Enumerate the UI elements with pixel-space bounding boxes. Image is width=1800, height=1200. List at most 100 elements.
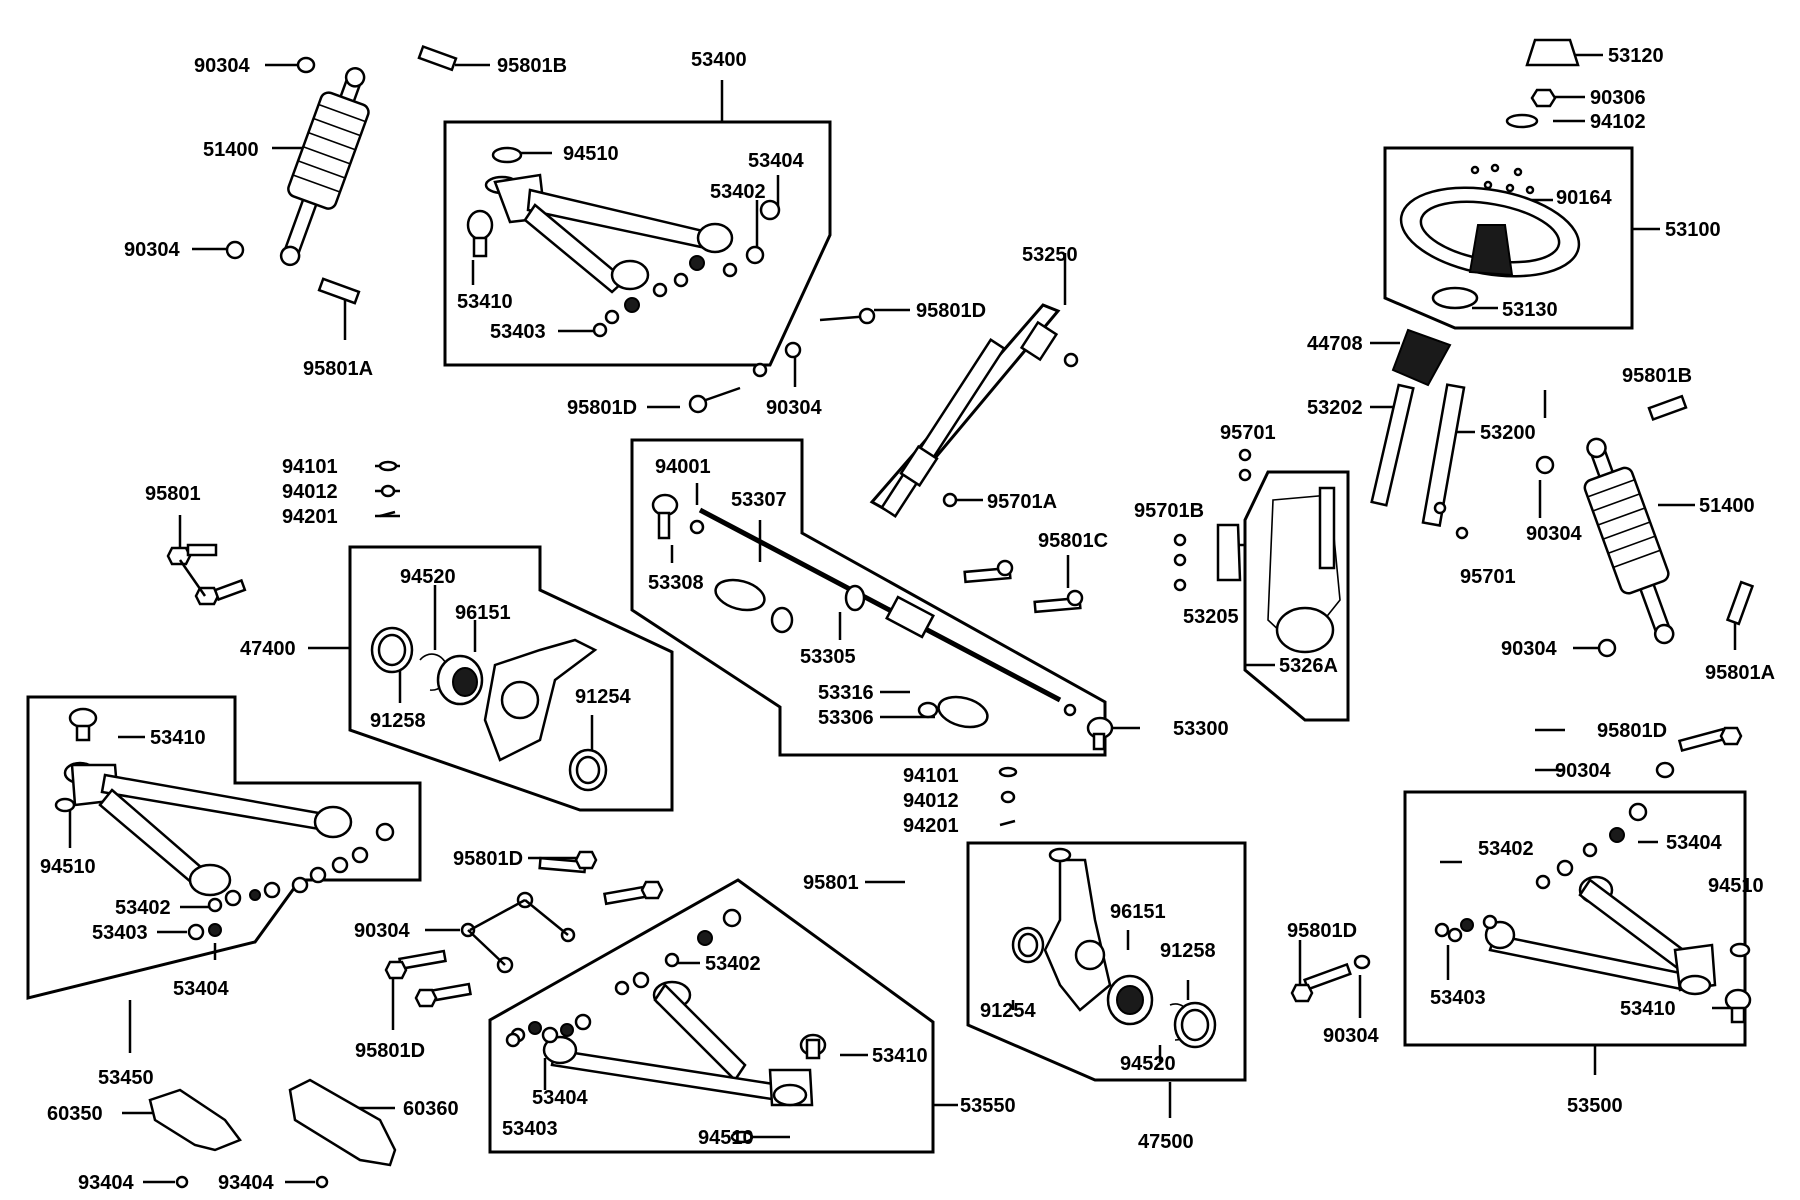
label-steering-wheel-nut: 90306 bbox=[1590, 87, 1646, 109]
label-upper-arm-left-assy: 53400 bbox=[691, 49, 747, 71]
label-lal-circlip: 94510 bbox=[40, 856, 96, 878]
label-uar-washer: 53403 bbox=[1430, 987, 1486, 1009]
label-lal-cap: 53404 bbox=[173, 978, 229, 1000]
label-steering-wheel-assy: 53100 bbox=[1665, 219, 1721, 241]
small-fasteners-drawing bbox=[166, 460, 1018, 827]
part-labels: 90304 95801B 51400 90304 95801A 53400 94… bbox=[40, 45, 1775, 1194]
frame-lower-arm-left bbox=[26, 695, 422, 1000]
label-pin-94201-a: 94201 bbox=[282, 506, 338, 528]
label-nut-90304-b: 90304 bbox=[354, 920, 410, 942]
label-kr-seal-outer: 91254 bbox=[980, 1000, 1036, 1022]
upper-arm-left-drawing bbox=[466, 146, 781, 338]
lower-arm-left-drawing bbox=[54, 707, 395, 941]
label-kl-bearing: 96151 bbox=[455, 602, 511, 624]
label-bolt-95701b: 95701B bbox=[1134, 500, 1204, 522]
label-bolt-95801d-a: 95801D bbox=[916, 300, 986, 322]
leader-lines bbox=[68, 53, 1747, 1184]
steering-shaft-drawing bbox=[688, 307, 1079, 518]
frame-knuckle-right bbox=[966, 841, 1247, 1082]
label-nut-94012-a: 94012 bbox=[282, 481, 338, 503]
label-lar-bushing: 53402 bbox=[705, 953, 761, 975]
label-nut-90304-d: 90304 bbox=[1555, 760, 1611, 782]
label-lal-ball-joint: 53410 bbox=[150, 727, 206, 749]
label-ual-ball-joint: 53410 bbox=[457, 291, 513, 313]
label-rack-boot: 53306 bbox=[818, 707, 874, 729]
label-shock-left-top-nut: 90304 bbox=[194, 55, 250, 77]
label-bolt-95801-b: 95801 bbox=[803, 872, 859, 894]
label-steering-rack-assy: 53300 bbox=[1173, 718, 1229, 740]
label-kl-seal-outer: 91254 bbox=[575, 686, 631, 708]
label-shock-right: 51400 bbox=[1699, 495, 1755, 517]
label-lar-cap: 53404 bbox=[532, 1087, 588, 1109]
label-shock-left-top-bolt: 95801B bbox=[497, 55, 567, 77]
lower-link-fasteners-drawing bbox=[384, 850, 664, 1008]
label-rack-clamp: 53316 bbox=[818, 682, 874, 704]
label-bolt-95801d-f: 95801D bbox=[1597, 720, 1667, 742]
label-kr-bearing: 96151 bbox=[1110, 901, 1166, 923]
label-steering-column: 53200 bbox=[1480, 422, 1536, 444]
label-bolt-95801: 95801 bbox=[145, 483, 201, 505]
label-lar-washer: 53403 bbox=[502, 1118, 558, 1140]
label-nut-94012-b: 94012 bbox=[903, 790, 959, 812]
label-steering-wheel-nut-cap: 53120 bbox=[1608, 45, 1664, 67]
label-bolt-95801d-d: 95801D bbox=[355, 1040, 425, 1062]
label-steering-shaft: 53250 bbox=[1022, 244, 1078, 266]
label-bolt-95701a: 95701A bbox=[987, 491, 1057, 513]
label-ual-bushing: 53402 bbox=[710, 181, 766, 203]
label-shock-right-top-nut: 90304 bbox=[1526, 523, 1582, 545]
lower-arm-right-drawing bbox=[505, 908, 827, 1144]
upper-arm-right-drawing bbox=[1434, 802, 1752, 1024]
frame-upper-arm-left bbox=[443, 120, 832, 367]
label-kl-circlip: 94520 bbox=[400, 566, 456, 588]
label-shock-left-bottom-bolt: 95801A bbox=[303, 358, 373, 380]
label-ual-bushing-cap: 53404 bbox=[748, 150, 804, 172]
frame-steering-rack bbox=[630, 438, 1107, 757]
knuckle-right-drawing bbox=[1011, 847, 1217, 1049]
label-washer-94101-a: 94101 bbox=[282, 456, 338, 478]
knuckle-left-drawing bbox=[370, 626, 608, 792]
label-bolt-95701-b: 95701 bbox=[1460, 566, 1516, 588]
label-lar-circlip: 94510 bbox=[698, 1127, 754, 1149]
label-lower-arm-right-assy: 53550 bbox=[960, 1095, 1016, 1117]
label-lar-ball-joint: 53410 bbox=[872, 1045, 928, 1067]
label-bolt-95801d-b: 95801D bbox=[567, 397, 637, 419]
label-knuckle-left-assy: 47400 bbox=[240, 638, 296, 660]
label-lower-arm-left-assy: 53450 bbox=[98, 1067, 154, 1089]
label-guard-left: 60350 bbox=[47, 1103, 103, 1125]
shock-absorber-right-drawing bbox=[1535, 394, 1755, 658]
label-steering-upper-shaft: 53202 bbox=[1307, 397, 1363, 419]
label-bolt-95801c: 95801C bbox=[1038, 530, 1108, 552]
label-shock-left-bottom-nut: 90304 bbox=[124, 239, 180, 261]
steering-column-drawing bbox=[1173, 328, 1469, 654]
label-bolt-95801d-c: 95801D bbox=[453, 848, 523, 870]
label-ual-circlip: 94510 bbox=[563, 143, 619, 165]
label-steering-wheel-cover: 53130 bbox=[1502, 299, 1558, 321]
frame-lower-arm-right bbox=[488, 878, 935, 1154]
frame-upper-arm-right bbox=[1403, 790, 1747, 1047]
label-eps-unit: 5326A bbox=[1279, 655, 1338, 677]
label-steering-wheel-screw: 90164 bbox=[1556, 187, 1612, 209]
label-pin-94201-b: 94201 bbox=[903, 815, 959, 837]
screws-90164-drawing bbox=[1470, 163, 1535, 195]
frame-eps-unit bbox=[1243, 470, 1350, 722]
label-washer-94101-b: 94101 bbox=[903, 765, 959, 787]
label-guard-right: 60360 bbox=[403, 1098, 459, 1120]
label-nut-90304-c: 90304 bbox=[1323, 1025, 1379, 1047]
label-lal-bushing: 53402 bbox=[115, 897, 171, 919]
shock-absorber-left-drawing bbox=[225, 44, 458, 305]
label-bolt-95701-a: 95701 bbox=[1220, 422, 1276, 444]
label-uar-ball-joint: 53410 bbox=[1620, 998, 1676, 1020]
label-guard-screw-a: 93404 bbox=[78, 1172, 134, 1194]
label-uar-bushing: 53402 bbox=[1478, 838, 1534, 860]
label-nut-90304-a: 90304 bbox=[766, 397, 822, 419]
label-uar-circlip: 94510 bbox=[1708, 875, 1764, 897]
steering-rack-drawing bbox=[651, 493, 1114, 751]
label-tie-rod-end: 53308 bbox=[648, 572, 704, 594]
label-shock-right-bottom-nut: 90304 bbox=[1501, 638, 1557, 660]
label-bracket-53205: 53205 bbox=[1183, 606, 1239, 628]
label-shock-right-bottom-bolt: 95801A bbox=[1705, 662, 1775, 684]
label-knuckle-right-assy: 47500 bbox=[1138, 1131, 1194, 1153]
right-side-fasteners-drawing bbox=[1290, 726, 1743, 1003]
label-shock-right-top-bolt: 95801B bbox=[1622, 365, 1692, 387]
